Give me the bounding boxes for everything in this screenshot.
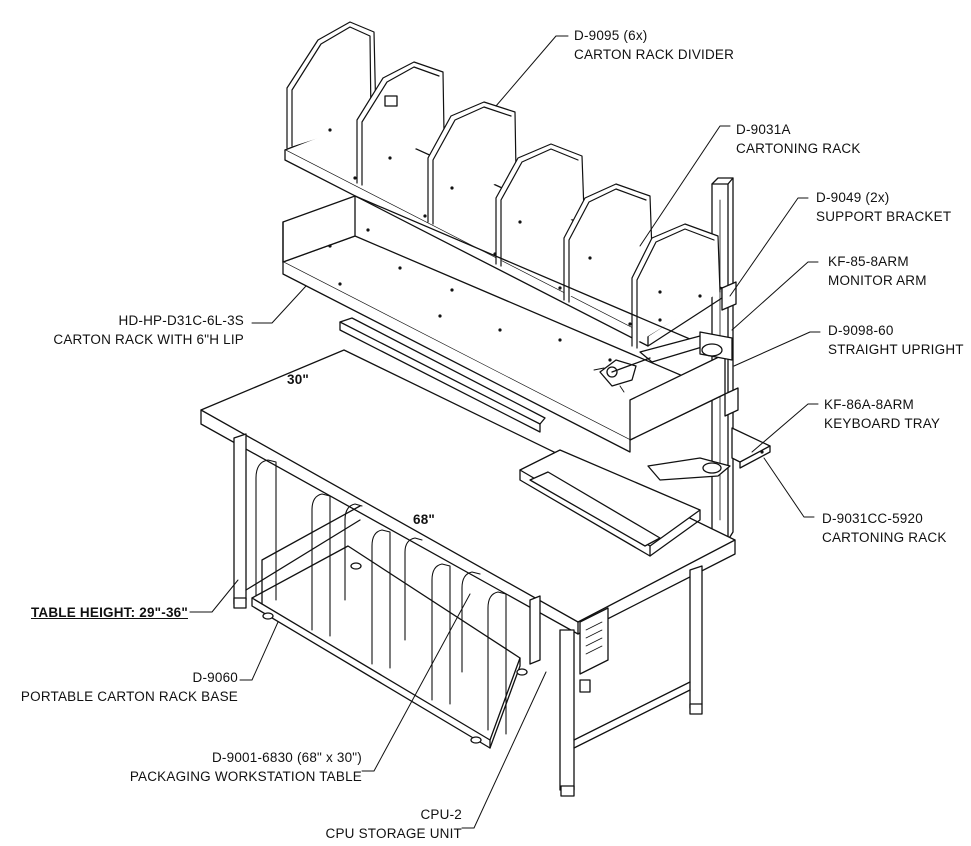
part-number: KF-86A-8ARM [824, 397, 914, 412]
carton-rack-with-lip [282, 195, 726, 453]
part-name: SUPPORT BRACKET [816, 209, 952, 224]
label-carton-rack-lip: HD-HP-D31C-6L-3S CARTON RACK WITH 6"H LI… [48, 311, 244, 349]
cpu-storage-unit [579, 607, 609, 693]
label-cartoning-rack-side: D-9031CC-5920 CARTONING RACK [822, 509, 947, 547]
label-cpu-storage-unit: CPU-2 CPU STORAGE UNIT [300, 805, 462, 843]
table-legs [233, 433, 703, 797]
part-name: CARTON RACK WITH 6"H LIP [53, 332, 244, 347]
part-number: CPU-2 [420, 807, 462, 822]
carton-rack-dividers [286, 21, 721, 349]
keyboard-tray [519, 449, 731, 557]
label-cartoning-rack-top: D-9031A CARTONING RACK [736, 120, 861, 158]
part-name: PACKAGING WORKSTATION TABLE [129, 769, 362, 784]
label-carton-rack-base: D-9060 PORTABLE CARTON RACK BASE [14, 668, 238, 706]
part-number: D-9095 (6x) [574, 28, 648, 43]
part-name: CPU STORAGE UNIT [325, 826, 462, 841]
part-number: D-9031CC-5920 [822, 511, 923, 526]
part-number: D-9060 [192, 670, 238, 685]
part-number: D-9098-60 [828, 323, 894, 338]
workstation-table [200, 317, 736, 797]
label-workstation-table: D-9001-6830 (68" x 30") PACKAGING WORKST… [110, 748, 362, 786]
part-name: CARTON RACK DIVIDER [574, 47, 735, 62]
side-cartoning-rack [731, 427, 771, 469]
monitor-arm [593, 331, 733, 393]
part-name: KEYBOARD TRAY [824, 416, 941, 431]
top-cartoning-rack [284, 21, 723, 349]
dimension-depth: 30" [287, 372, 310, 387]
support-brackets [721, 281, 739, 417]
portable-carton-rack-base [251, 459, 528, 749]
part-number: HD-HP-D31C-6L-3S [118, 313, 244, 328]
part-number: D-9031A [736, 122, 791, 137]
part-name: CARTONING RACK [736, 141, 861, 156]
label-support-bracket: D-9049 (2x) SUPPORT BRACKET [816, 188, 951, 226]
label-table-height: TABLE HEIGHT: 29"-36" [30, 605, 188, 620]
label-keyboard-tray: KF-86A-8ARM KEYBOARD TRAY [824, 395, 940, 433]
part-name: MONITOR ARM [828, 273, 927, 288]
label-monitor-arm: KF-85-8ARM MONITOR ARM [828, 252, 927, 290]
part-number: D-9049 (2x) [816, 190, 890, 205]
dimension-width: 68" [413, 512, 436, 527]
part-number: KF-85-8ARM [828, 254, 909, 269]
part-name: STRAIGHT UPRIGHT [828, 342, 964, 357]
label-carton-rack-divider: D-9095 (6x) CARTON RACK DIVIDER [574, 26, 734, 64]
part-number: D-9001-6830 (68" x 30") [211, 750, 362, 765]
leader-lines [189, 35, 821, 829]
part-name: PORTABLE CARTON RACK BASE [20, 689, 238, 704]
label-straight-upright: D-9098-60 STRAIGHT UPRIGHT [828, 321, 964, 359]
part-name: CARTONING RACK [822, 530, 947, 545]
